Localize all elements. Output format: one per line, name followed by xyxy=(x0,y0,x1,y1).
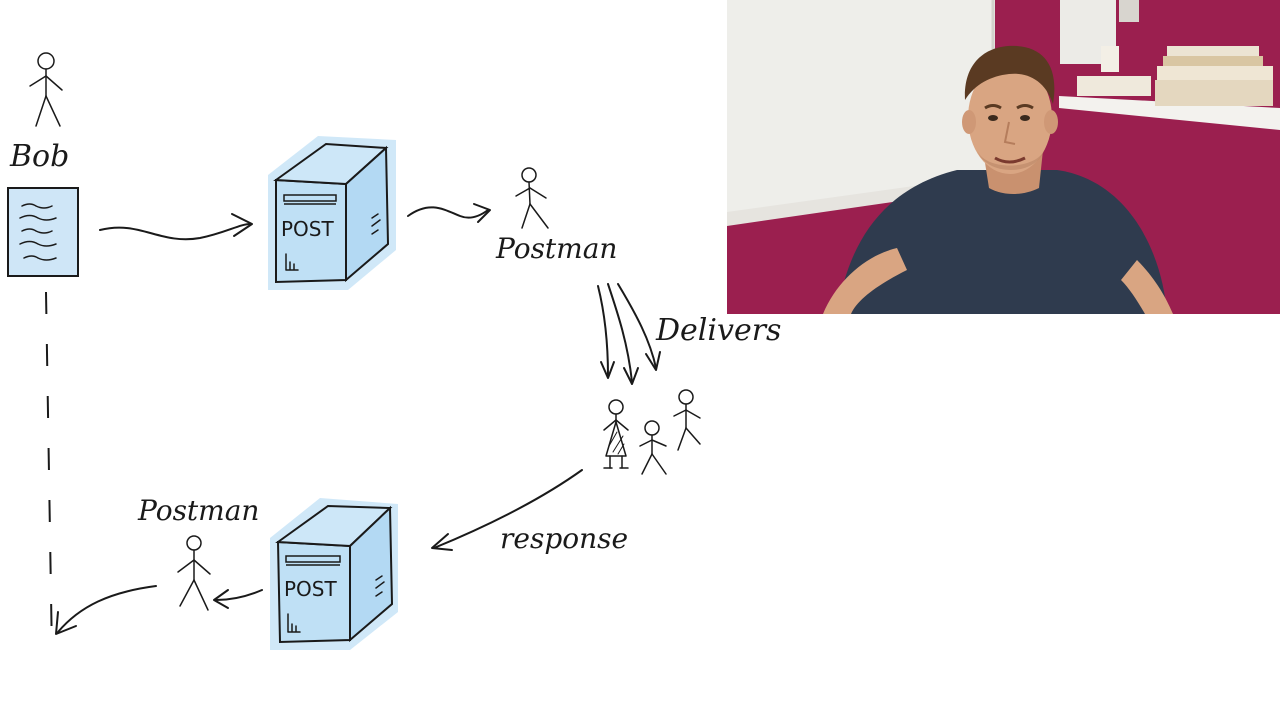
deliver-arrows-icon xyxy=(597,283,661,385)
post-box-top-label: POST xyxy=(281,217,334,241)
postman-bottom-figure-icon xyxy=(177,535,211,611)
bob-label: Bob xyxy=(9,139,69,174)
timeline-dashed-line xyxy=(45,291,53,656)
recipients-group-icon xyxy=(603,389,701,475)
arrow-to-post-icon xyxy=(99,213,253,241)
post-server-bottom-icon xyxy=(270,498,398,650)
post-box-bottom-label: POST xyxy=(284,577,337,601)
letter-icon xyxy=(7,187,79,277)
delivers-label: Delivers xyxy=(655,313,781,348)
bob-figure-icon xyxy=(29,52,63,127)
arrow-to-postman-bottom-icon xyxy=(213,589,263,609)
arrow-to-bob-timeline-icon xyxy=(55,585,157,635)
presenter-webcam-video xyxy=(727,0,1280,314)
post-server-top-icon xyxy=(268,136,396,290)
presenter-video-feed-icon xyxy=(727,0,1280,314)
response-label: response xyxy=(500,522,628,555)
postman-top-label: Postman xyxy=(495,232,617,265)
postman-top-figure-icon xyxy=(515,167,549,229)
postman-bottom-label: Postman xyxy=(137,494,259,527)
response-arrow-icon xyxy=(431,469,583,551)
arrow-to-postman-icon xyxy=(407,203,491,223)
